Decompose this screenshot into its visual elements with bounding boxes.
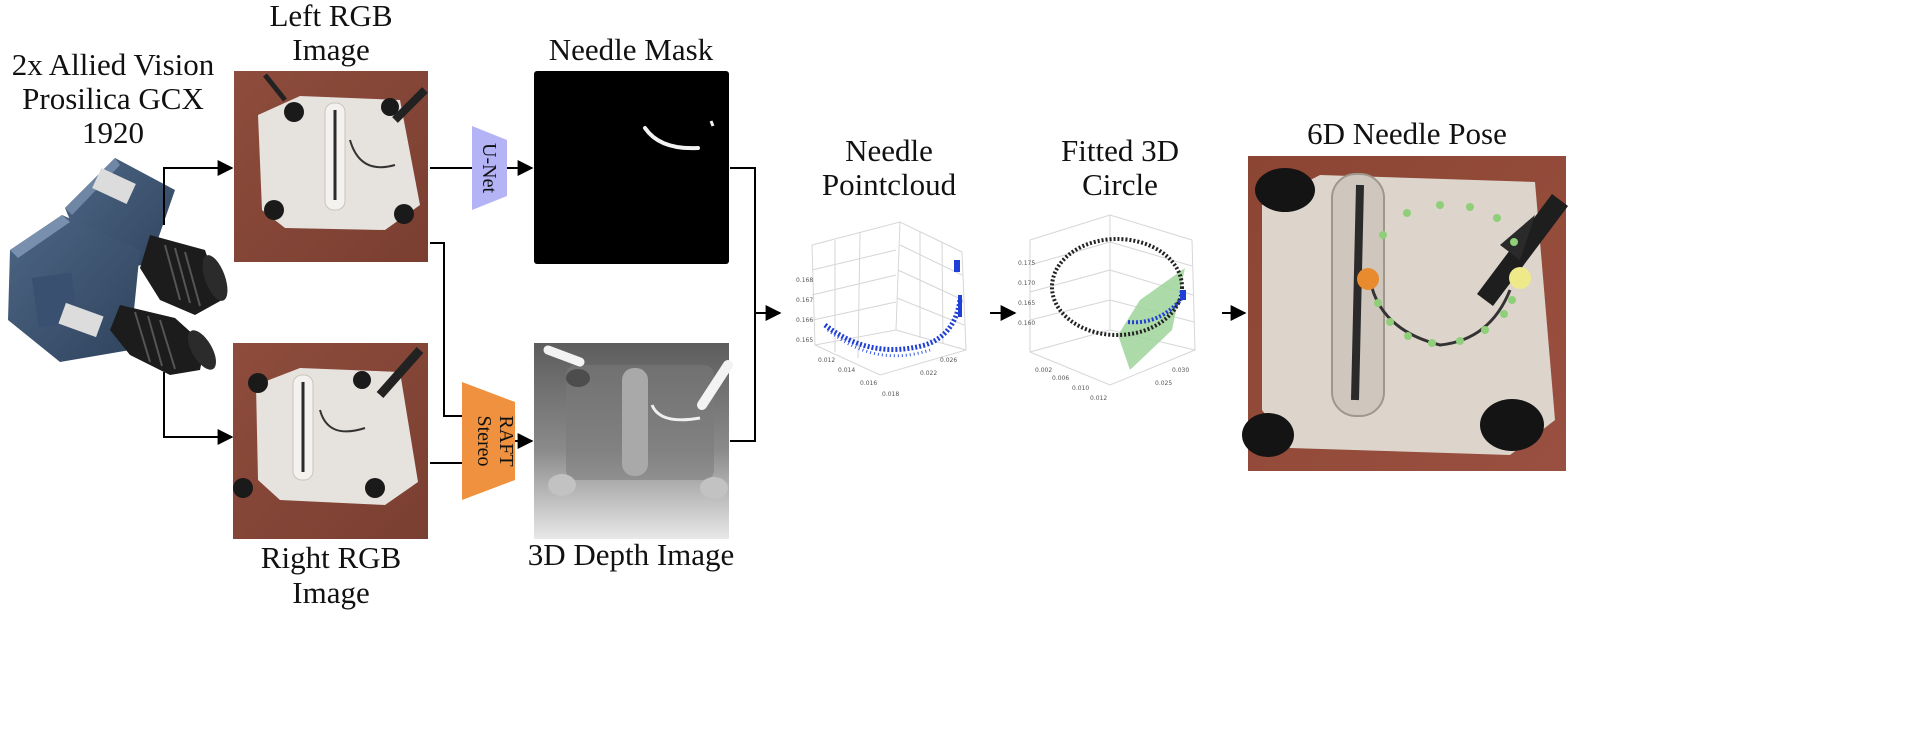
unet-block: U-Net — [472, 126, 507, 210]
pose-center-orange — [1357, 268, 1379, 290]
pose-image — [1242, 156, 1568, 471]
camera-caption: 2x Allied Vision Prosilica GCX 1920 — [12, 47, 215, 150]
svg-text:0.010: 0.010 — [1072, 385, 1089, 392]
raft-stereo-block: RAFT Stereo — [462, 382, 517, 500]
left-rgb-image — [234, 71, 428, 262]
svg-text:0.018: 0.018 — [882, 391, 899, 398]
svg-text:0.030: 0.030 — [1172, 367, 1189, 374]
svg-text:0.014: 0.014 — [838, 367, 855, 374]
svg-text:0.175: 0.175 — [1018, 260, 1035, 267]
pointcloud-label-line2: Pointcloud — [822, 167, 957, 202]
raft-shape — [462, 382, 515, 500]
stereo-camera-photo — [8, 158, 228, 375]
pointcloud-points — [823, 260, 963, 358]
svg-text:0.002: 0.002 — [1035, 367, 1052, 374]
raft-label-line2: Stereo — [473, 415, 495, 466]
svg-text:0.016: 0.016 — [860, 380, 877, 387]
depth-label: 3D Depth Image — [528, 537, 735, 572]
pose-label: 6D Needle Pose — [1307, 116, 1507, 151]
pointcloud-label-line1: Needle — [845, 133, 933, 168]
svg-text:0.012: 0.012 — [1090, 395, 1107, 402]
fitted-circle-ring — [1050, 237, 1184, 337]
camera-caption-line1: 2x Allied Vision — [12, 47, 215, 82]
right-rgb-label: Right RGB Image — [261, 540, 401, 610]
svg-text:0.167: 0.167 — [796, 297, 813, 304]
svg-text:0.165: 0.165 — [1018, 300, 1035, 307]
pose-circle-dots — [1374, 201, 1518, 347]
fitted-circle-label-line1: Fitted 3D — [1061, 133, 1179, 168]
left-to-raft-connector — [430, 242, 534, 464]
svg-text:0.026: 0.026 — [940, 357, 957, 364]
camera-caption-line3: 1920 — [82, 115, 144, 150]
needle-mask-image — [534, 71, 729, 264]
svg-text:0.022: 0.022 — [920, 370, 937, 377]
svg-text:0.166: 0.166 — [796, 317, 813, 324]
right-rgb-label-line2: Image — [292, 575, 369, 610]
svg-text:0.160: 0.160 — [1018, 320, 1035, 327]
svg-text:0.006: 0.006 — [1052, 375, 1069, 382]
camera-connectors — [163, 160, 234, 445]
svg-text:0.012: 0.012 — [818, 357, 835, 364]
left-rgb-label-line1: Left RGB — [269, 0, 392, 33]
unet-shape — [472, 126, 507, 210]
fitted-surface — [1118, 268, 1185, 370]
svg-text:0.170: 0.170 — [1018, 280, 1035, 287]
left-rgb-label-line2: Image — [292, 32, 369, 67]
pointcloud-label: Needle Pointcloud — [822, 133, 957, 202]
svg-text:0.025: 0.025 — [1155, 380, 1172, 387]
fitted-circle-label-line2: Circle — [1082, 167, 1158, 202]
right-rgb-label-line1: Right RGB — [261, 540, 401, 575]
pose-tip-yellow — [1509, 267, 1531, 289]
svg-text:0.168: 0.168 — [796, 277, 813, 284]
needle-mask-label: Needle Mask — [549, 32, 714, 67]
left-rgb-label: Left RGB Image — [269, 0, 392, 67]
right-rgb-image — [233, 343, 428, 539]
unet-label: U-Net — [478, 143, 500, 193]
svg-text:0.165: 0.165 — [796, 337, 813, 344]
raft-label-line1: RAFT — [495, 415, 517, 466]
camera-caption-line2: Prosilica GCX — [22, 81, 204, 116]
merge-connector — [730, 167, 782, 442]
depth-image — [534, 343, 733, 539]
fitted-circle-label: Fitted 3D Circle — [1061, 133, 1179, 202]
